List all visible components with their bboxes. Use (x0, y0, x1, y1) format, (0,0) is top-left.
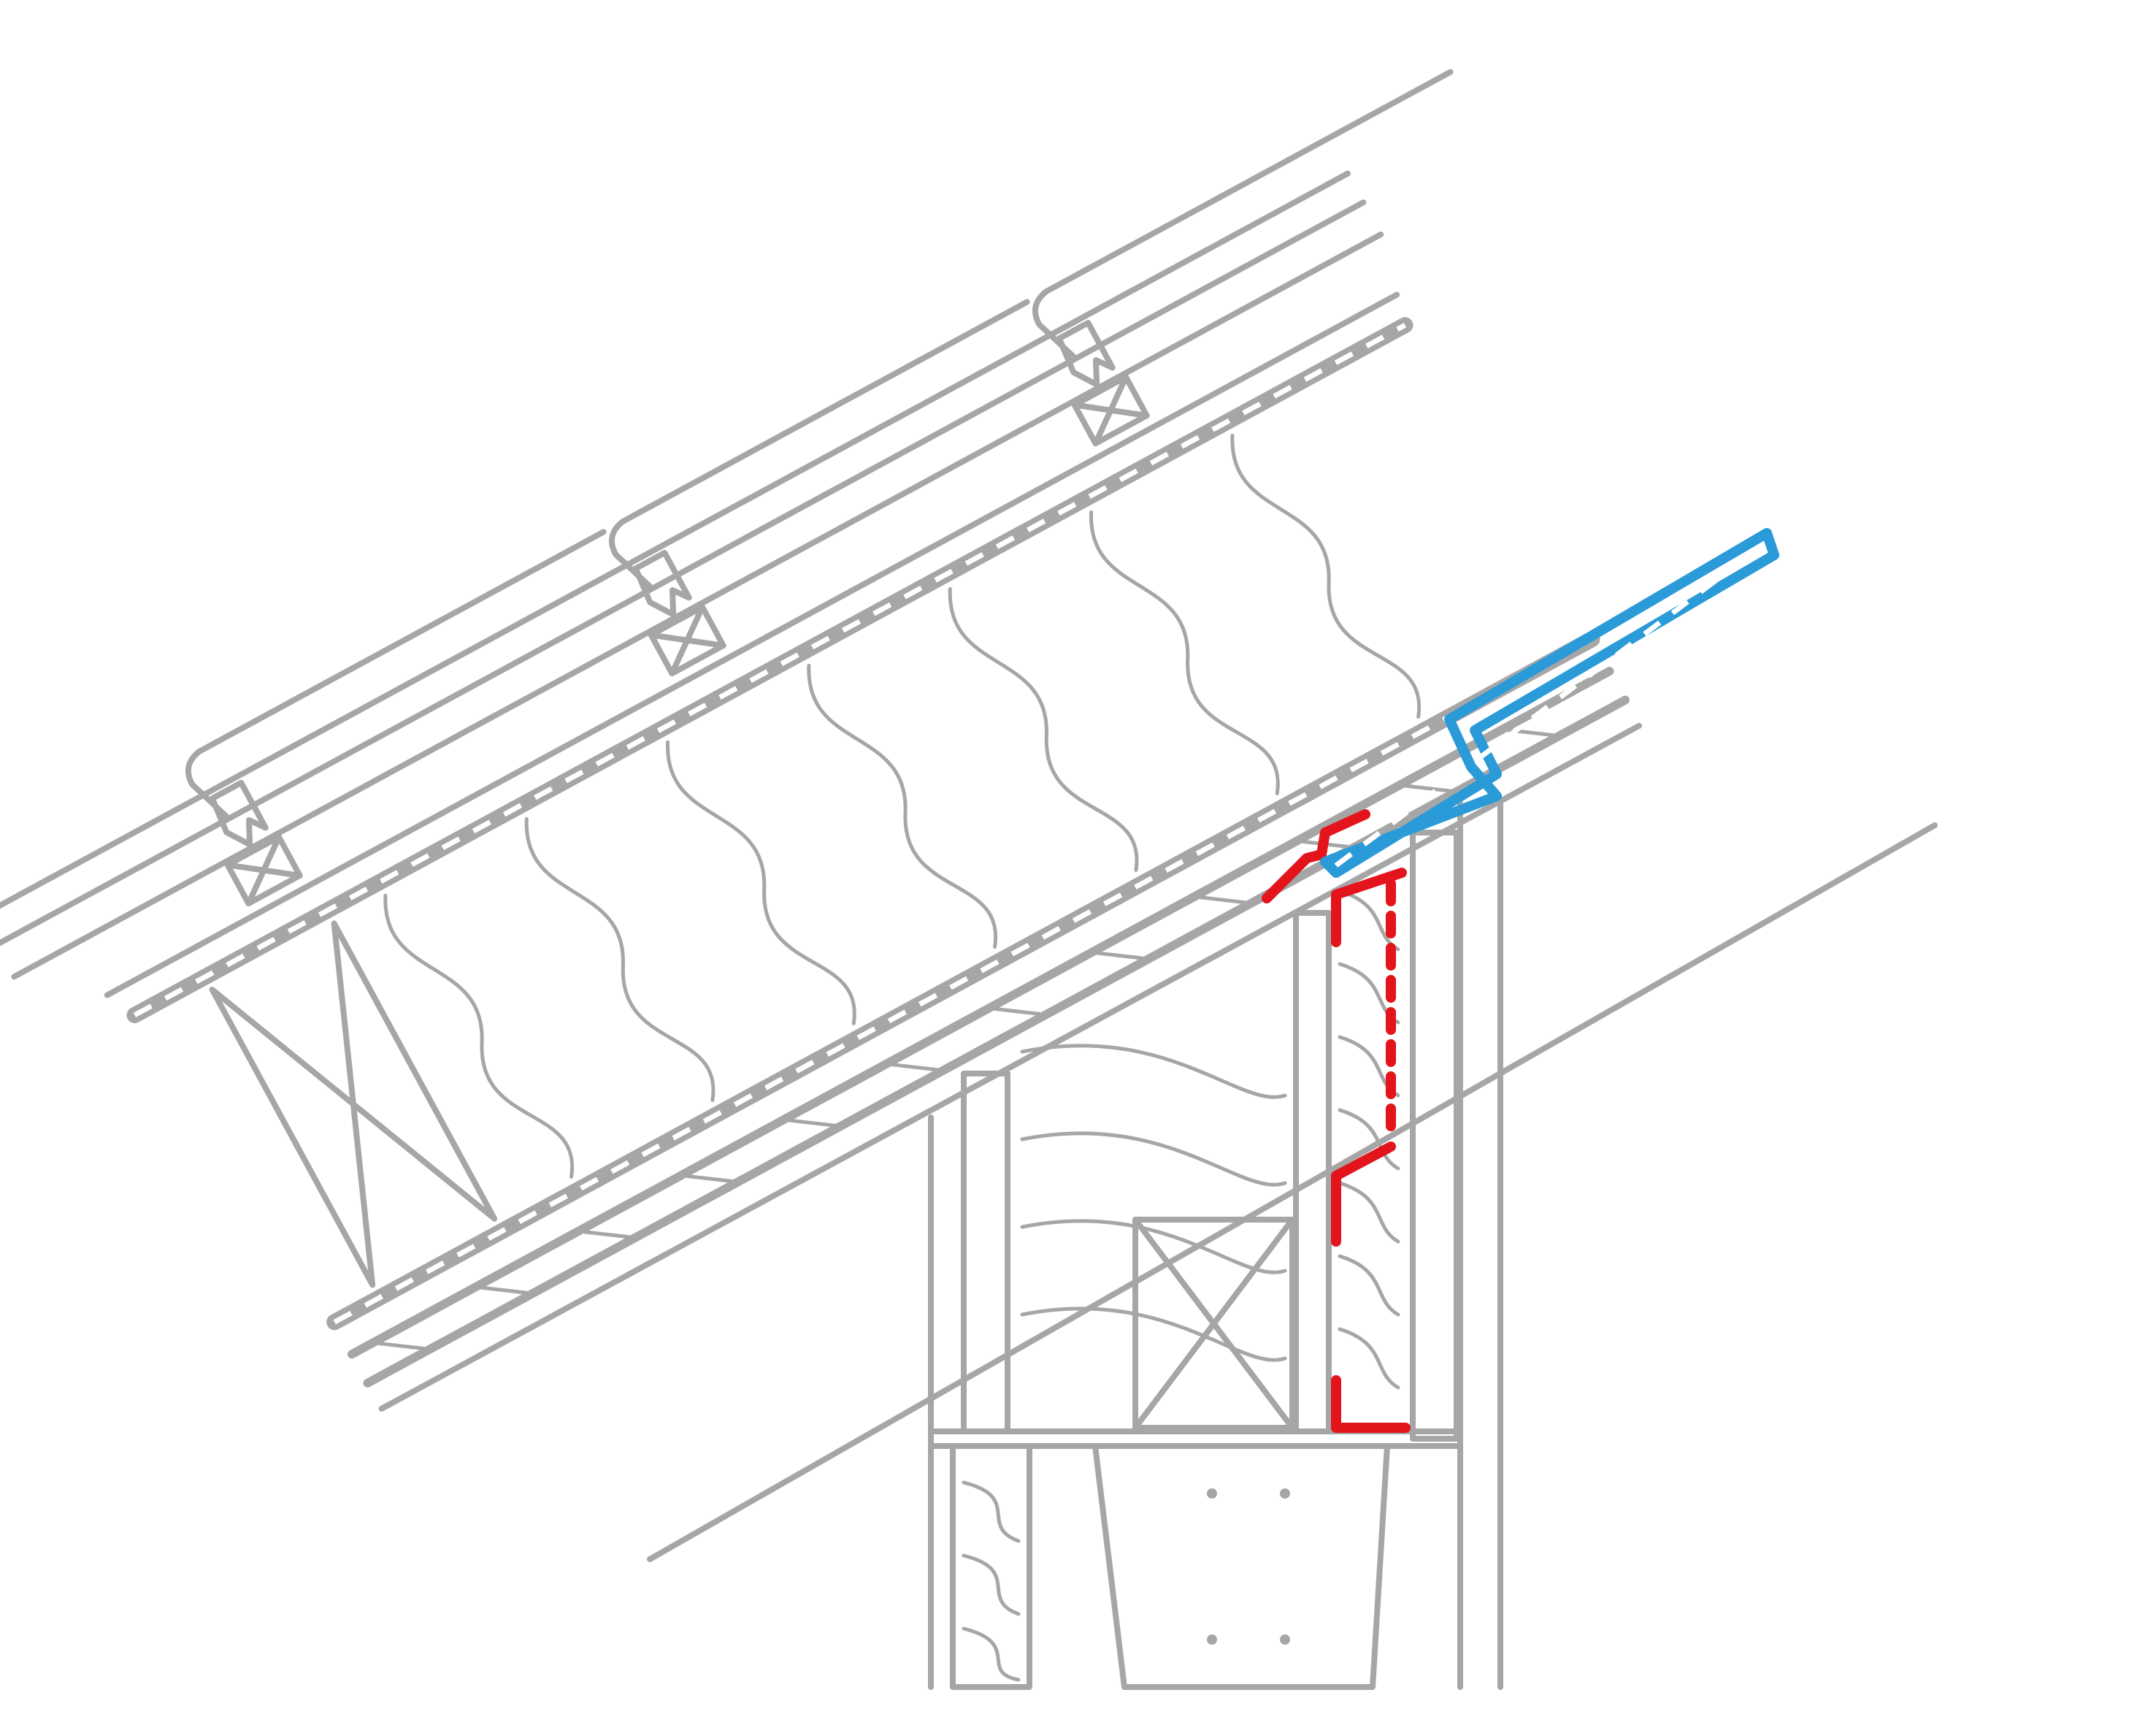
concrete-beam (1092, 1443, 1390, 1690)
wall-assembly (928, 800, 1503, 1690)
roof-tile-icon (1032, 69, 1454, 447)
insulation-batt-icon (1338, 889, 1400, 1390)
roof-membrane (1320, 528, 1779, 878)
roof-tile-icon (608, 299, 1030, 677)
reference-line (647, 822, 1938, 1562)
lower-insulation-column (950, 1443, 1032, 1690)
insulation-batt-icon (962, 1480, 1021, 1682)
batten-cross-icon (1132, 1217, 1295, 1431)
batten-cross-lines (1132, 1217, 1295, 1431)
roof-tile-icon (185, 529, 607, 907)
sarking-dash (133, 323, 1407, 1018)
ceiling-underline (378, 722, 1643, 1412)
tile-line-upper (0, 170, 1351, 919)
ceiling-board (348, 667, 1614, 1359)
wall-stud-right (1410, 830, 1459, 1442)
insulation-batt-icon (1020, 1044, 1287, 1362)
concrete-aggregate (1207, 1488, 1290, 1645)
tile-line-lower (11, 232, 1384, 980)
vapour-barrier (1262, 809, 1411, 1433)
rafter-web (209, 920, 498, 1288)
ceiling-board (363, 695, 1630, 1388)
insulation-batt-icon (383, 433, 1422, 1179)
tile-underline (104, 291, 1400, 998)
tile-line-mid (0, 199, 1367, 948)
roof-assembly (0, 69, 1643, 1412)
lower-board-dash (333, 636, 1594, 1325)
